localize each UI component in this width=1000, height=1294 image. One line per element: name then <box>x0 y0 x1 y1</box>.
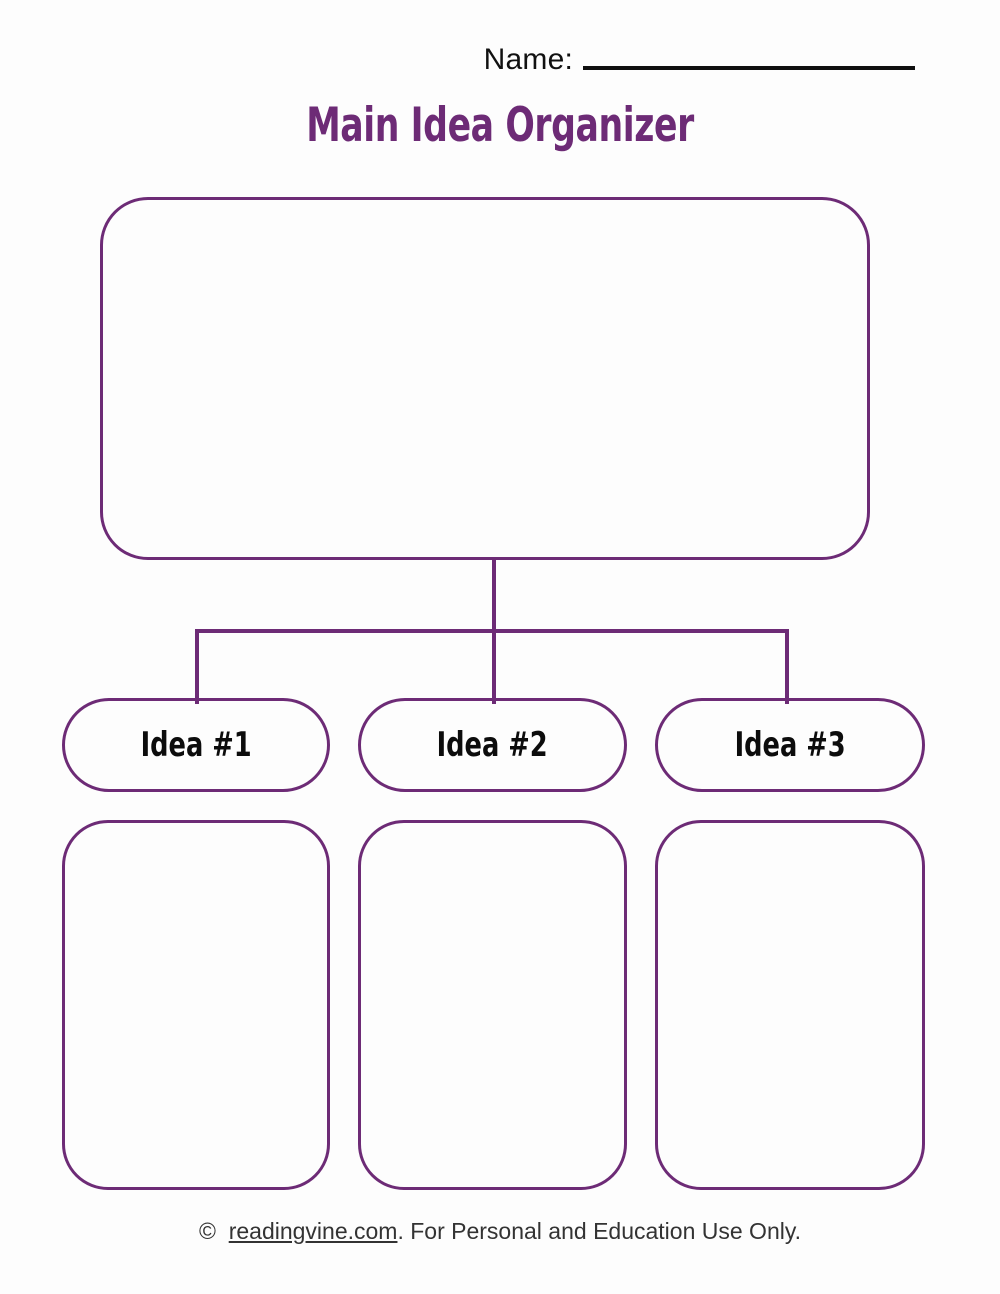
idea-pill-1[interactable]: Idea #1 <box>62 698 330 792</box>
connector-drop-3 <box>785 629 789 704</box>
connector-drop-2 <box>492 629 496 704</box>
copyright-symbol: © <box>198 1218 216 1244</box>
name-row: Name: <box>0 38 1000 82</box>
idea-pill-label-2: Idea #2 <box>436 725 549 765</box>
connector-stem <box>492 558 496 632</box>
idea-detail-box-1[interactable] <box>62 820 330 1190</box>
footer: © readingvine.com. For Personal and Educ… <box>0 1218 1000 1245</box>
connector-drop-1 <box>195 629 199 704</box>
idea-pill-label-3: Idea #3 <box>734 725 846 765</box>
name-input-line[interactable] <box>583 66 915 70</box>
idea-detail-box-3[interactable] <box>655 820 925 1190</box>
footer-site-link[interactable]: readingvine.com <box>228 1218 398 1244</box>
idea-pill-3[interactable]: Idea #3 <box>655 698 925 792</box>
page-title: Main Idea Organizer <box>306 98 694 153</box>
main-idea-box[interactable] <box>100 197 870 560</box>
footer-notice: . For Personal and Education Use Only. <box>397 1218 802 1244</box>
idea-pill-2[interactable]: Idea #2 <box>358 698 627 792</box>
name-label: Name: <box>483 43 573 76</box>
idea-detail-box-2[interactable] <box>358 820 627 1190</box>
idea-pill-label-1: Idea #1 <box>140 725 252 765</box>
